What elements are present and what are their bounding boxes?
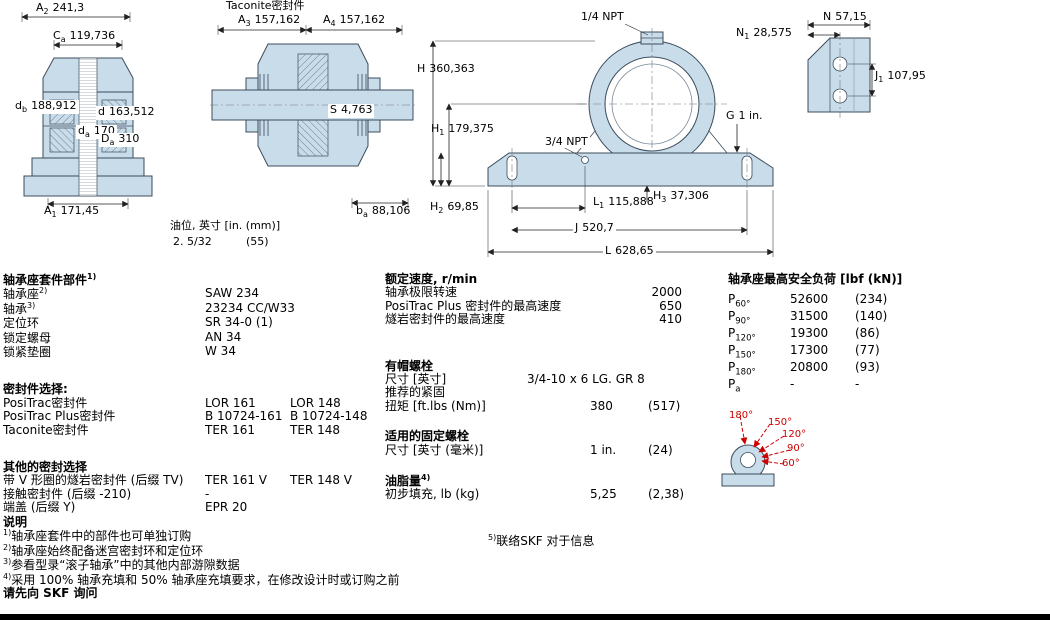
notes-title: 说明 bbox=[3, 515, 28, 529]
seal-selection-title: 密封件选择: bbox=[3, 382, 68, 397]
seal-row-contact: 接触密封件 (后缀 -210)- bbox=[3, 486, 210, 501]
load-row-axial: Pa-- bbox=[728, 376, 860, 395]
oil-level-inches: 2. 5/32 bbox=[173, 235, 212, 248]
torque-row: 扭矩 [ft.lbs (Nm)]380(517) bbox=[385, 398, 681, 413]
taconite-seal bbox=[245, 77, 259, 91]
spec-row-bearing: 轴承3)23234 CC/W33 bbox=[3, 300, 295, 316]
shaft-seal-section-drawing bbox=[210, 25, 415, 208]
grease-fill-row: 初步填充, lb (kg)5,25(2,38) bbox=[385, 487, 685, 502]
spec-row-housing: 轴承座2)SAW 234 bbox=[3, 286, 259, 302]
anchor-bolt-size-row: 尺寸 [英寸 (毫米)]1 in.(24) bbox=[385, 442, 673, 457]
labyrinth-seal-grooves bbox=[259, 74, 367, 136]
load-row-90: P90°31500(140) bbox=[728, 309, 888, 327]
angle-90-label: 90° bbox=[787, 443, 805, 454]
oil-level-label: 油位, 英寸 [in. (mm)] bbox=[170, 219, 281, 232]
safe-load-title: 轴承座最高安全负荷 [lbf (kN)] bbox=[728, 272, 903, 286]
angle-180-label: 180° bbox=[729, 410, 754, 421]
npt-three-quarter-callout: 3/4 NPT bbox=[543, 135, 590, 148]
load-arrows bbox=[739, 415, 791, 466]
note-4: 4)采用 100% 轴承充填和 50% 轴承座充填要求，在修改设计时或订购之前 bbox=[3, 571, 400, 587]
grease-title: 油脂量4) bbox=[385, 473, 431, 489]
load-direction-diagram bbox=[721, 415, 791, 487]
cap-bolt-size-row: 尺寸 [英寸]3/4-10 x 6 LG. GR 8 bbox=[385, 372, 645, 387]
npt-quarter-callout: 1/4 NPT bbox=[581, 10, 624, 23]
safe-load-section: 轴承座最高安全负荷 [lbf (kN)] P60°52600(234) P90°… bbox=[728, 272, 908, 395]
footnotes-section: 说明 1)轴承座套件中的部件也可单独订购 2)轴承座始终配备迷宫密封环和定位环 … bbox=[3, 515, 483, 601]
housing-front-view-drawing bbox=[429, 23, 774, 257]
housing-kit-section: 轴承座套件部件1) 轴承座2)SAW 234 轴承3)23234 CC/W33 … bbox=[3, 273, 381, 515]
cap-bolts-title: 有帽螺栓 bbox=[385, 358, 434, 373]
load-row-120: P120°19300(86) bbox=[728, 326, 880, 344]
load-row-150: P150°17300(77) bbox=[728, 343, 880, 361]
angle-150-label: 150° bbox=[768, 417, 793, 428]
note-1: 1)轴承座套件中的部件也可单独订购 bbox=[3, 528, 192, 544]
load-row-60: P60°52600(234) bbox=[728, 292, 888, 310]
angle-60-label: 60° bbox=[782, 458, 800, 469]
end-plate-side-view-drawing bbox=[807, 20, 876, 118]
taconite-seal-callout: Taconite密封件 bbox=[226, 0, 305, 12]
footer-bar bbox=[0, 614, 1050, 620]
note-5: 5)联络SKF 对于信息 bbox=[488, 533, 595, 548]
note-3: 3)参看型录“滚子轴承”中的其他内部游隙数据 bbox=[3, 557, 240, 573]
bearing-roller bbox=[297, 53, 329, 91]
angle-120-label: 120° bbox=[782, 429, 807, 440]
drain-plug bbox=[581, 156, 589, 164]
torque-label-line1: 推荐的紧固 bbox=[385, 385, 446, 400]
note-2: 2)轴承座始终配备迷宫密封环和定位环 bbox=[3, 542, 204, 558]
anchor-bolts-title: 适用的固定螺栓 bbox=[385, 429, 470, 444]
speed-title: 额定速度, r/min bbox=[385, 272, 478, 286]
housing-base bbox=[487, 152, 774, 187]
housing-kit-title: 轴承座套件部件1) bbox=[3, 272, 97, 287]
consult-skf-line: 请先向 SKF 询问 bbox=[3, 586, 98, 601]
other-seals-title: 其他的密封选择 bbox=[3, 460, 88, 475]
oil-level-mm: (55) bbox=[246, 235, 269, 248]
load-row-180: P180°20800(93) bbox=[728, 359, 880, 378]
seal-row-end-cover: 端盖 (后缀 Y)EPR 20 bbox=[3, 500, 248, 515]
